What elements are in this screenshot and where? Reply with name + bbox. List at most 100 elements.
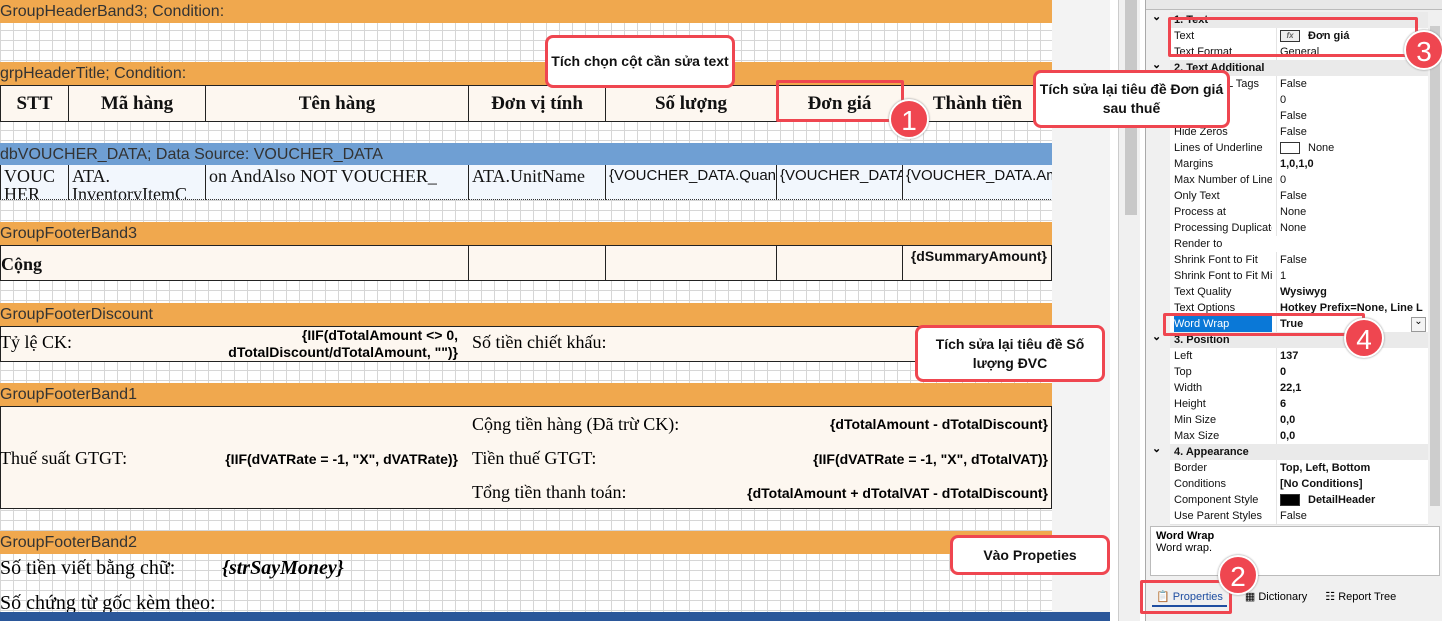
panel-toolbar[interactable] <box>1146 0 1442 10</box>
subtotal-expr[interactable]: {dTotalAmount - dTotalDiscount} <box>829 416 1048 432</box>
data-cell[interactable]: VOUC HER <box>0 165 69 200</box>
property-value[interactable]: Top, Left, Bottom <box>1276 460 1430 476</box>
sum-amount-cell[interactable]: {dSummaryAmount} <box>902 245 1052 281</box>
column-header[interactable]: Đơn vị tính <box>468 85 606 122</box>
discount-amount-label[interactable]: Số tiền chiết khấu: <box>472 332 607 352</box>
column-header[interactable]: Mã hàng <box>68 85 206 122</box>
fx-icon: fx <box>1280 30 1300 43</box>
discount-rate-expr[interactable]: {IIF(dTotalAmount <> 0, dTotalDiscount/d… <box>228 327 458 360</box>
column-header[interactable]: Tên hàng <box>205 85 469 122</box>
data-cell[interactable]: ATA.UnitName <box>468 165 606 200</box>
property-value[interactable]: False <box>1276 188 1430 204</box>
empty-cell[interactable] <box>776 245 903 281</box>
property-value[interactable]: 1,0,1,0 <box>1276 156 1430 172</box>
data-cell[interactable]: {VOUCHER_DATA.UnitPrice} <box>776 165 903 200</box>
property-value[interactable]: None <box>1276 140 1430 156</box>
column-header[interactable]: Số lượng <box>605 85 777 122</box>
property-value[interactable]: False <box>1276 124 1430 140</box>
data-cell[interactable]: on AndAlso NOT VOUCHER_ <box>205 165 469 200</box>
vat-expr[interactable]: {IIF(dVATRate = -1, "X", dTotalVAT)} <box>813 451 1048 467</box>
property-value[interactable]: 137 <box>1276 348 1430 364</box>
discount-rate-label[interactable]: Tỷ lệ CK: <box>0 332 72 352</box>
band-group-header-3[interactable]: GroupHeaderBand3; Condition: <box>0 0 1052 23</box>
property-value[interactable]: 0 <box>1276 364 1430 380</box>
property-value[interactable]: 0 <box>1276 172 1430 188</box>
props-scrollbar[interactable] <box>1429 12 1441 520</box>
collapse-chevron-icon[interactable]: ⌄ <box>1152 331 1162 343</box>
property-value[interactable]: None <box>1276 204 1430 220</box>
band-group-footer-1[interactable]: GroupFooterBand1 <box>0 383 1052 406</box>
vat-label[interactable]: Tiền thuế GTGT: <box>472 448 597 468</box>
band-group-footer-3[interactable]: GroupFooterBand3 <box>0 222 1052 245</box>
total-expr[interactable]: {dTotalAmount + dTotalVAT - dTotalDiscou… <box>747 485 1048 501</box>
property-value[interactable]: False <box>1276 252 1430 268</box>
empty-cell[interactable] <box>605 245 777 281</box>
data-cell[interactable]: {VOUCHER_DATA.Quantity} <box>605 165 777 200</box>
property-value[interactable]: False <box>1276 508 1430 524</box>
sum-label[interactable]: Cộng <box>0 245 469 281</box>
property-value[interactable]: Wysiwyg <box>1276 284 1430 300</box>
property-value[interactable]: Hotkey Prefix=None, Line L <box>1276 300 1430 316</box>
property-value[interactable]: 6 <box>1276 396 1430 412</box>
data-cell[interactable]: {VOUCHER_DATA.AmountOC} <box>902 165 1053 200</box>
band-grp-header-title[interactable]: grpHeaderTitle; Condition: <box>0 62 1052 85</box>
vat-rate-expr[interactable]: {IIF(dVATRate = -1, "X", dVATRate)} <box>225 451 458 467</box>
band-data[interactable]: dbVOUCHER_DATA; Data Source: VOUCHER_DAT… <box>0 143 1052 166</box>
column-header[interactable]: STT <box>0 85 69 122</box>
property-value[interactable]: 1 <box>1276 268 1430 284</box>
property-value[interactable]: False <box>1276 108 1430 124</box>
subtotal-label[interactable]: Cộng tiền hàng (Đã trừ CK): <box>472 414 680 434</box>
report-canvas[interactable]: GroupHeaderBand3; Condition: grpHeaderTi… <box>0 0 1053 614</box>
collapse-chevron-icon[interactable]: ⌄ <box>1152 59 1162 71</box>
property-value[interactable]: 22,1 <box>1276 380 1430 396</box>
data-cell[interactable]: ATA. InventoryItemC <box>68 165 206 200</box>
collapse-chevron-icon[interactable]: ⌄ <box>1152 11 1162 23</box>
total-label[interactable]: Tổng tiền thanh toán: <box>472 482 627 502</box>
docs-label[interactable]: Số chứng từ gốc kèm theo: <box>0 592 216 614</box>
collapse-chevron-icon[interactable]: ⌄ <box>1152 443 1162 455</box>
words-expr[interactable]: {strSayMoney} <box>222 557 344 579</box>
property-section[interactable]: 4. Appearance⌄ <box>1152 443 1428 461</box>
property-row[interactable]: Render to <box>1170 236 1428 253</box>
tab-dictionary[interactable]: ▦ Dictionary <box>1244 591 1308 603</box>
property-row[interactable]: Conditions[No Conditions] <box>1170 476 1428 493</box>
property-value[interactable]: False <box>1276 76 1430 92</box>
empty-cell[interactable] <box>468 245 606 281</box>
tab-report-tree[interactable]: ☷ Report Tree <box>1325 591 1397 603</box>
description-title: Word Wrap <box>1156 530 1215 542</box>
band-group-footer-discount[interactable]: GroupFooterDiscount <box>0 303 1052 326</box>
tab-properties[interactable]: 📋 Properties <box>1152 590 1227 607</box>
band-group-footer-2[interactable]: GroupFooterBand2 <box>0 531 1052 554</box>
property-value[interactable]: None <box>1276 220 1430 236</box>
property-value[interactable]: 0 <box>1276 92 1430 108</box>
vat-rate-label[interactable]: Thuế suất GTGT: <box>0 448 128 468</box>
property-value[interactable]: 0,0 <box>1276 412 1430 428</box>
property-value[interactable]: 0,0 <box>1276 428 1430 444</box>
property-value[interactable]: DetailHeader <box>1276 492 1430 508</box>
words-label[interactable]: Số tiền viết bằng chữ: <box>0 557 176 579</box>
property-value[interactable]: [No Conditions] <box>1276 476 1430 492</box>
property-value[interactable]: True <box>1276 316 1430 332</box>
dropdown-chevron-icon[interactable]: ⌄ <box>1411 317 1426 332</box>
